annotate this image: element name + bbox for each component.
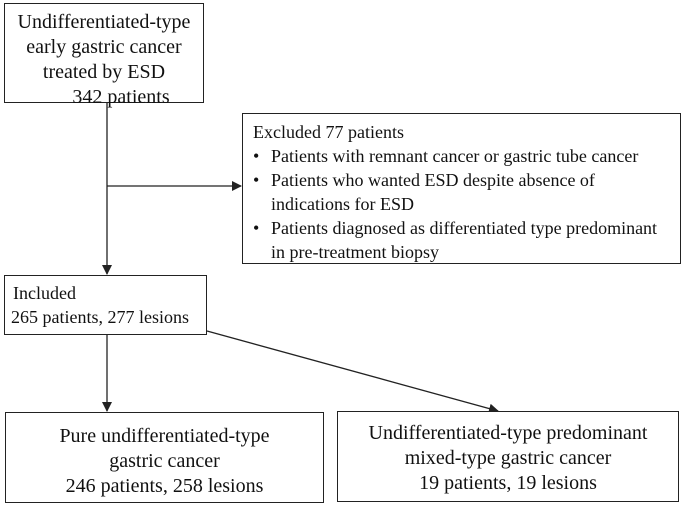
start-line-4: 342 patients — [72, 86, 170, 108]
start-box: Undifferentiated-type early gastric canc… — [4, 3, 204, 108]
start-line-3: treated by ESD — [42, 61, 166, 83]
excluded-item-1-line-1: Patients with remnant cancer or gastric … — [271, 146, 639, 166]
arrow-included-to-mixed — [206, 330, 499, 414]
excluded-box: Excluded 77 patients • Patients with rem… — [242, 113, 681, 264]
excluded-item-2-line-2: indications for ESD — [271, 194, 414, 214]
start-line-2: early gastric cancer — [26, 36, 182, 58]
pure-undifferentiated-box: Pure undifferentiated-type gastric cance… — [5, 412, 324, 503]
pure-line-1: Pure undifferentiated-type — [59, 425, 270, 447]
mixed-line-3: 19 patients, 19 lesions — [419, 472, 597, 494]
included-count: 265 patients, 277 lesions — [11, 307, 189, 327]
mixed-line-2: mixed-type gastric cancer — [404, 447, 612, 469]
pure-line-3: 246 patients, 258 lesions — [65, 475, 264, 497]
excluded-item-2-line-1: Patients who wanted ESD despite absence … — [271, 170, 595, 190]
excluded-item-3-line-2: in pre-treatment biopsy — [271, 242, 439, 262]
mixed-type-box: Undifferentiated-type predominant mixed-… — [337, 411, 679, 502]
excluded-title: Excluded 77 patients — [253, 122, 404, 142]
bullet-icon: • — [253, 170, 260, 190]
mixed-line-1: Undifferentiated-type predominant — [368, 422, 648, 444]
excluded-item-2: • Patients who wanted ESD despite absenc… — [253, 168, 670, 216]
included-title: Included — [13, 283, 76, 303]
bullet-icon: • — [253, 146, 260, 166]
excluded-item-3: • Patients diagnosed as differentiated t… — [253, 216, 670, 264]
included-box: Included 265 patients, 277 lesions — [4, 275, 207, 335]
start-line-1: Undifferentiated-type — [17, 11, 191, 33]
excluded-item-1: • Patients with remnant cancer or gastri… — [253, 144, 670, 168]
excluded-item-3-line-1: Patients diagnosed as differentiated typ… — [271, 218, 658, 238]
bullet-icon: • — [253, 218, 260, 238]
pure-line-2: gastric cancer — [109, 450, 220, 472]
